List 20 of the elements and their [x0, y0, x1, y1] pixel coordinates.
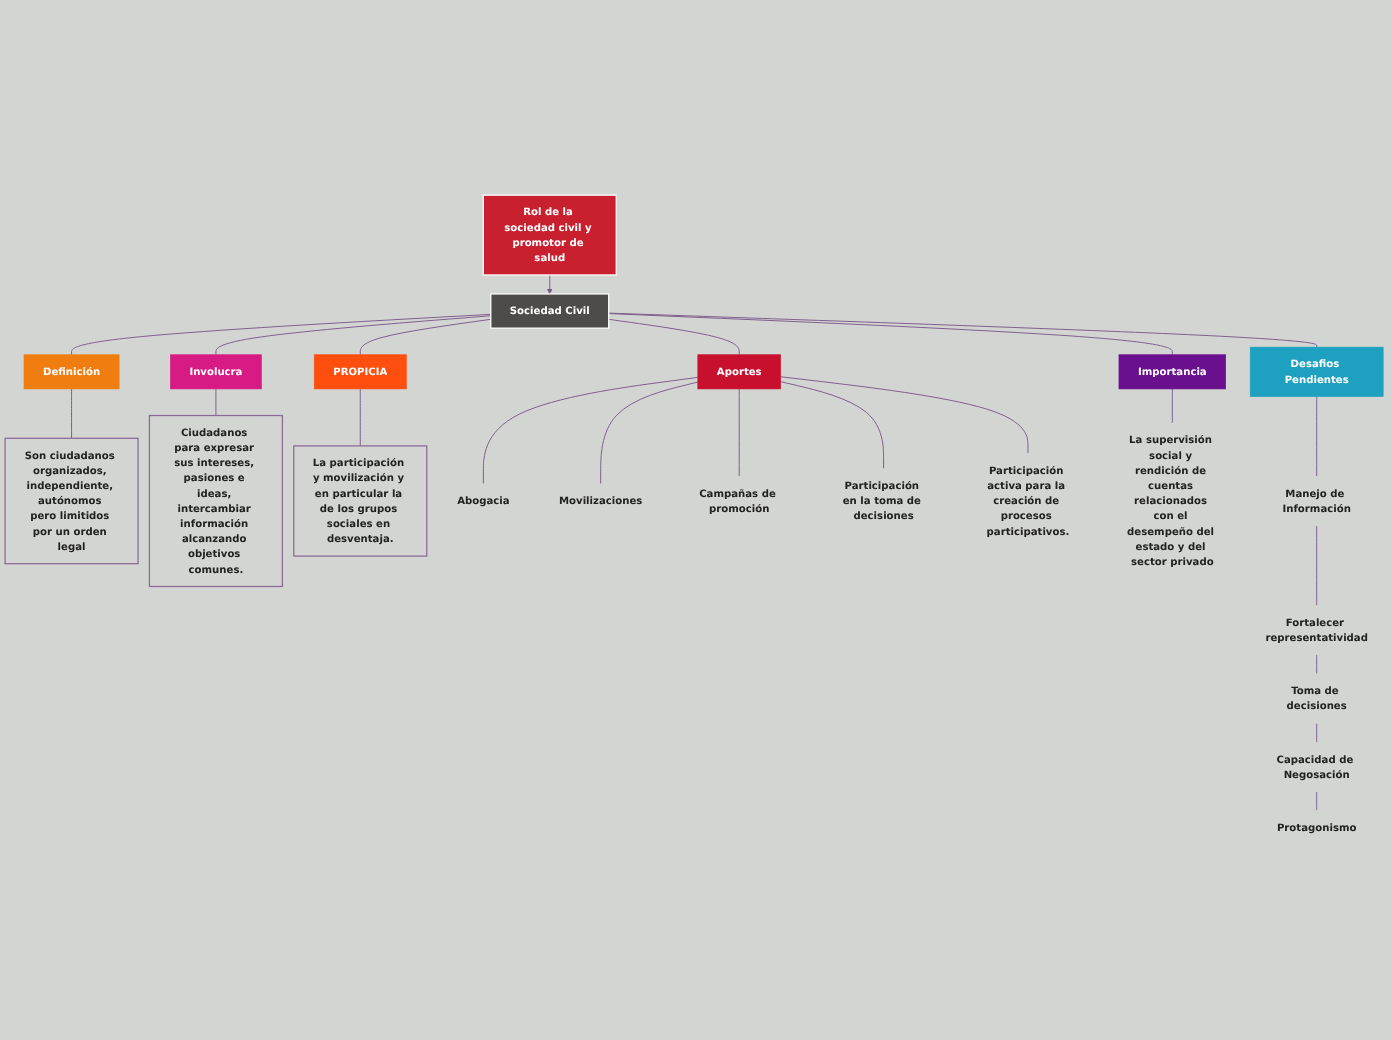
- connector: [1316, 396, 1318, 477]
- connector: [608, 312, 1318, 348]
- connector: [1316, 722, 1318, 743]
- connector: [780, 376, 1029, 454]
- connector: [600, 381, 699, 485]
- connector: [71, 388, 73, 439]
- connector: [780, 381, 885, 470]
- connector: [608, 318, 740, 356]
- connector: [482, 376, 699, 485]
- connector: [1171, 388, 1173, 424]
- connector: [1316, 525, 1318, 606]
- connector: [215, 388, 217, 416]
- connector: [1316, 654, 1318, 675]
- connector: [359, 388, 361, 447]
- connector: [1316, 791, 1318, 812]
- connector: [738, 388, 740, 477]
- connector: [359, 318, 492, 356]
- connector: [608, 313, 1173, 356]
- connector: [71, 313, 492, 356]
- connector: [215, 315, 492, 356]
